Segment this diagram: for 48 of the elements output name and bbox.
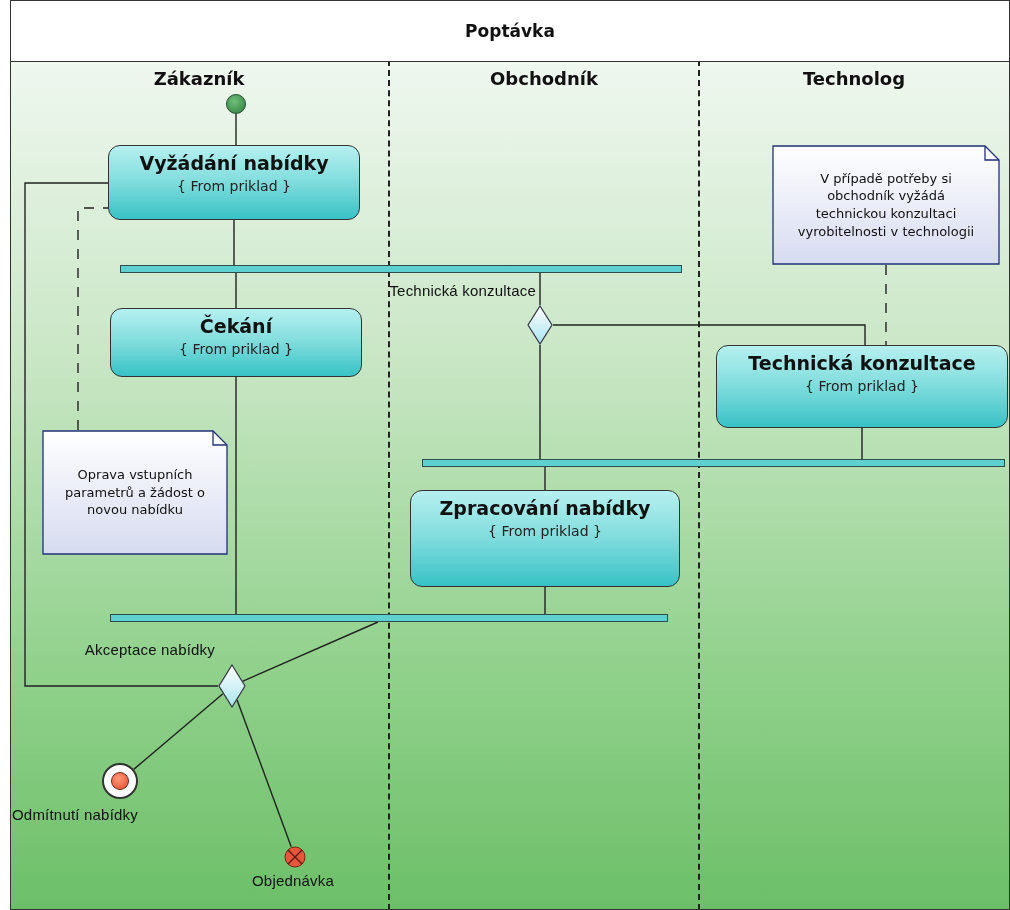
control-flow [242, 621, 379, 682]
action-title: Vyžádání nabídky [139, 152, 329, 174]
activity-frame [10, 0, 1010, 910]
final-node [102, 763, 138, 799]
lane-heading: Obchodník [490, 68, 598, 89]
control-flow [861, 427, 863, 460]
fork-bar [120, 265, 682, 273]
control-flow [539, 272, 541, 306]
action-box [108, 145, 360, 220]
swimlane [698, 60, 1008, 909]
control-flow [235, 113, 237, 146]
control-flow [539, 344, 541, 460]
control-flow [233, 219, 235, 266]
node-label: Objednávka [252, 872, 335, 889]
action-title: Čekání [199, 315, 273, 337]
lane-heading: Zákazník [153, 68, 245, 89]
action-title: Zpracování nabídky [439, 497, 651, 519]
start-node [226, 94, 246, 114]
control-flow [235, 272, 237, 309]
action-subtitle: { From priklad } [179, 341, 293, 357]
control-flow [133, 693, 224, 771]
fork-bar [110, 614, 668, 622]
action-subtitle: { From priklad } [805, 378, 919, 394]
node-label: Odmítnutí nabídky [12, 806, 138, 823]
note-link [885, 264, 887, 346]
note-text: Oprava vstupních parametrů a žádost o novou nabídku [63, 466, 207, 519]
lane-heading: Technolog [802, 68, 906, 89]
control-flow [24, 182, 219, 687]
action-title: Technická konzultace [748, 352, 976, 374]
note-link [77, 207, 109, 431]
control-flow [544, 586, 546, 615]
control-flow [235, 376, 237, 615]
node-label: Akceptace nabídky [84, 641, 215, 658]
action-subtitle: { From priklad } [177, 178, 291, 194]
flow-final-node [284, 846, 306, 868]
frame-title: Poptávka [465, 21, 555, 41]
node-label: Technická konzultace [389, 282, 536, 299]
decision-diamond [218, 664, 246, 708]
action-box [110, 308, 362, 377]
fork-bar [422, 459, 1005, 467]
action-box [410, 490, 680, 587]
control-flow [236, 699, 292, 848]
action-subtitle: { From priklad } [488, 523, 602, 539]
control-flow [552, 324, 866, 346]
control-flow [544, 466, 546, 491]
note-text: V případě potřeby si obchodník vyžádá technickou konzultaci vyrobitelnosti v technologii [796, 169, 976, 241]
decision-diamond [527, 305, 553, 345]
action-box [716, 345, 1008, 428]
